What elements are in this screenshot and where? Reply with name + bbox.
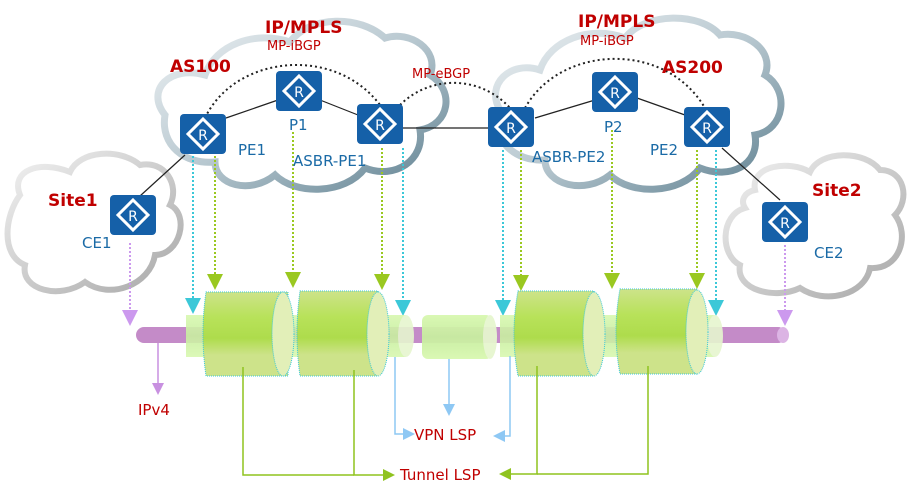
tunnel-lsp-label: Tunnel LSP <box>399 466 481 484</box>
physical-links <box>139 97 781 201</box>
router-icon <box>682 105 732 149</box>
router-p1[interactable] <box>274 69 324 113</box>
as100-network-label: IP/MPLS <box>265 18 342 38</box>
as200-label: AS200 <box>662 58 723 78</box>
site2-cloud <box>722 152 907 300</box>
router-ce2[interactable] <box>760 200 810 244</box>
site2-label: Site2 <box>812 181 862 201</box>
router-ce1[interactable] <box>108 193 158 237</box>
as100-session-label: MP-iBGP <box>267 39 321 54</box>
router-icon <box>760 200 810 244</box>
tunnel-lsp-pointers <box>242 366 649 481</box>
pe2-label: PE2 <box>650 141 678 159</box>
router-icon <box>274 69 324 113</box>
pe1-label: PE1 <box>238 141 266 159</box>
as200-network-label: IP/MPLS <box>578 12 655 32</box>
mp-ebgp-label: MP-eBGP <box>412 67 470 82</box>
as100-label: AS100 <box>170 57 231 77</box>
router-pe1[interactable] <box>178 112 228 156</box>
vpn-lsp-tube-interas <box>422 315 497 359</box>
guide-arrows <box>122 130 793 326</box>
tunnel-lsp-cylinder-p2-pe2 <box>615 288 709 375</box>
router-asbr-pe1[interactable] <box>355 102 405 146</box>
mp-ibgp-session-as100 <box>204 64 381 119</box>
router-pe2[interactable] <box>682 105 732 149</box>
ce1-label: CE1 <box>82 234 112 252</box>
ipv4-label: IPv4 <box>138 401 170 419</box>
router-icon <box>590 70 640 114</box>
vpn-lsp-label: VPN LSP <box>414 426 476 444</box>
site1-label: Site1 <box>48 191 98 211</box>
p2-label: P2 <box>604 118 623 136</box>
p1-label: P1 <box>289 116 308 134</box>
mp-ibgp-session-as200 <box>524 57 706 109</box>
asbr-pe2-label: ASBR-PE2 <box>532 148 605 166</box>
tunnel-lsp-cylinder-p1-asbr1 <box>296 290 390 377</box>
router-p2[interactable] <box>590 70 640 114</box>
router-icon <box>108 193 158 237</box>
ce2-label: CE2 <box>814 244 844 262</box>
router-icon <box>178 112 228 156</box>
tunnel-lsp-cylinder-asbr2-p2 <box>513 290 606 377</box>
asbr-pe1-label: ASBR-PE1 <box>293 152 366 170</box>
as200-session-label: MP-iBGP <box>580 34 634 49</box>
router-icon <box>486 105 536 149</box>
site1-cloud <box>4 150 184 294</box>
router-icon <box>355 102 405 146</box>
vpn-lsp-pointers <box>394 356 511 442</box>
tunnel-lsp-cylinder-pe1-p1 <box>202 291 295 377</box>
router-asbr-pe2[interactable] <box>486 105 536 149</box>
mp-ebgp-session <box>399 81 511 109</box>
